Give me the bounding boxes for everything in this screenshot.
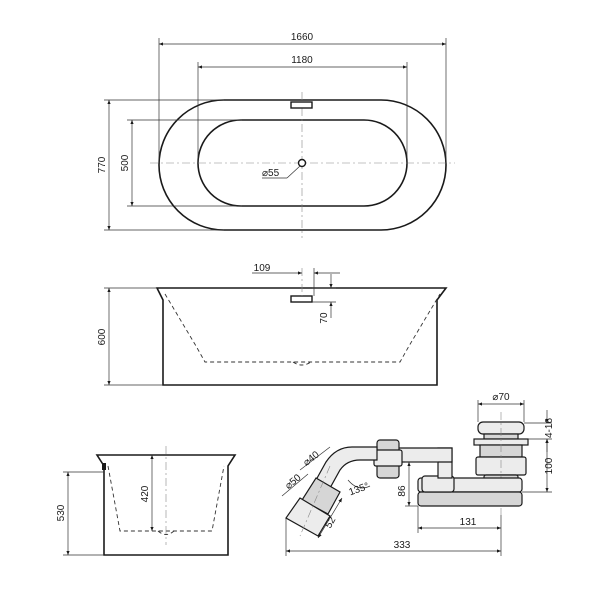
tub-front-outline [155,287,448,386]
side-overflow-mark [102,463,106,470]
dim-total-length: 333 [394,540,411,551]
angled-pipe [315,446,378,489]
drain-hole [297,158,307,168]
front-view: 109 70 600 [97,263,448,386]
dim-height: 600 [97,328,108,345]
waste-assembly: ⌀70 4-16 100 86 131 333 ⌀40 ⌀50 [281,392,555,556]
overflow-front [290,295,313,303]
side-view: 420 530 [56,446,237,556]
top-view: ⌀55 1660 1180 770 500 [97,32,455,238]
side-drain-dashed [157,530,175,535]
dim-drain-diameter: ⌀55 [262,168,280,179]
trap-bottom [417,491,523,507]
dim-overall-width: 770 [97,156,108,173]
outlet-center-line [299,465,331,537]
dim-side-height: 530 [56,504,67,521]
pipe-coupling-ring [373,449,403,467]
dim-trap-length: 131 [460,517,477,528]
dim-pipe-diameter-40: ⌀40 [301,449,322,468]
drain-leader [286,165,301,179]
dim-waste-top-diameter: ⌀70 [492,392,510,403]
dim-line-40 [299,446,331,471]
dim-trap-height: 86 [397,485,408,497]
dim-waste-top-range: 4-16 [544,418,555,438]
angle-arc-135 [347,479,371,489]
front-drain-dashed [292,361,312,366]
dim-line-52 [317,497,343,539]
tub-front-inner-dashed [164,293,441,363]
overflow-top [290,101,313,109]
tub-outer-outline [158,99,447,231]
dim-overflow-height: 70 [319,312,330,324]
dim-outlet-length: 52 [323,515,338,531]
dim-overall-length: 1660 [291,32,314,43]
dim-inner-length: 1180 [291,55,313,66]
dim-overflow-offset: 109 [254,263,271,274]
riser-bend [397,447,453,463]
dim-line-50 [281,473,309,497]
dim-waste-height: 100 [544,457,555,474]
dim-inner-width: 500 [120,154,131,171]
dim-inner-depth: 420 [140,485,151,502]
dim-pipe-diameter-50: ⌀50 [283,472,304,492]
